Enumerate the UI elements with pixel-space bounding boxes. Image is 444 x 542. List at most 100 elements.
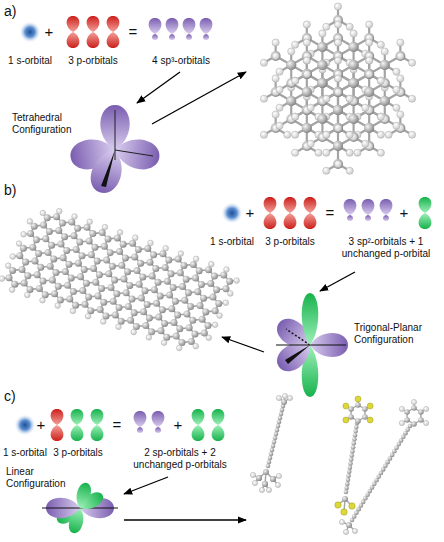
hydrogen-atom — [303, 57, 310, 64]
hydrogen-atom — [40, 210, 46, 216]
hydrogen-atom — [272, 39, 279, 46]
carbon-atom — [149, 272, 156, 279]
hydrogen-atom — [323, 149, 330, 156]
hydrogen-atom — [323, 131, 330, 138]
carbon-atom — [18, 266, 25, 273]
carbon-atom — [126, 282, 133, 289]
carbon-atom — [286, 96, 296, 106]
carbon-atom — [317, 78, 327, 88]
hydrogen-atom — [334, 39, 341, 46]
orbital-caption: 1 s-orbital — [207, 236, 257, 248]
p-orbital-icon — [67, 32, 80, 48]
p-orbital-icon — [91, 409, 104, 441]
carbon-atom — [148, 328, 155, 335]
carbon-atom — [66, 296, 73, 303]
fluorine-atom — [343, 417, 349, 423]
carbon-atom — [348, 414, 354, 420]
hydrogen-atom — [193, 343, 199, 349]
carbon-atom — [78, 252, 85, 259]
carbon-atom — [110, 298, 117, 305]
carbon-atom — [29, 244, 36, 251]
hydrogen-atom — [276, 473, 281, 478]
carbon-atom — [16, 252, 23, 259]
carbon-atom — [100, 299, 107, 306]
hydrogen-atom — [346, 95, 353, 102]
hydrogen-atom — [339, 519, 344, 524]
bonds — [253, 396, 426, 532]
sp2-orbital-icon — [344, 199, 357, 215]
carbon-atom — [122, 254, 129, 261]
hydrogen-atom — [334, 75, 341, 82]
carbon-atom — [411, 421, 417, 427]
carbon-atom — [333, 123, 343, 133]
carbon-atom — [355, 418, 361, 424]
sp2-orbital-icon — [380, 199, 393, 215]
hydrogen-atom — [260, 95, 267, 102]
carbon-atom — [37, 264, 44, 271]
carbon-atom — [152, 265, 159, 272]
sp-orbital-icon — [137, 427, 143, 433]
hydrogen-atom — [366, 57, 373, 64]
carbon-atom — [192, 275, 199, 282]
plus-sign: + — [242, 204, 258, 222]
plus-sign: + — [170, 416, 186, 434]
carbon-atom — [159, 306, 166, 313]
hydrogen-atom — [334, 124, 341, 131]
carbon-atom — [349, 60, 359, 70]
carbon-atom — [151, 286, 158, 293]
hydrogen-atom — [223, 300, 229, 306]
sp3-orbital-icon — [183, 18, 196, 40]
carbon-atom — [133, 323, 140, 330]
carbon-atom — [333, 105, 343, 115]
carbon-atom — [333, 87, 343, 97]
p-orbital-icon — [264, 197, 277, 229]
p-orbital-icon — [304, 197, 317, 213]
carbon-atom — [170, 284, 177, 291]
carbon-atom — [317, 114, 327, 124]
flow-arrows — [222, 337, 264, 352]
carbon-atom — [333, 141, 343, 151]
carbon-atom — [317, 78, 327, 88]
carbon-atom — [302, 123, 312, 133]
panel-letter: b) — [4, 182, 16, 199]
hydrogen-atom — [259, 487, 264, 492]
panel-letter: a) — [4, 3, 16, 20]
hydrogen-atom — [272, 52, 279, 59]
carbon-atom — [185, 289, 192, 296]
carbon-atom — [57, 241, 64, 248]
carbon-atom — [353, 429, 358, 434]
carbon-atom — [104, 235, 111, 242]
carbon-atom — [62, 268, 69, 275]
sp3-orbital-icon — [203, 34, 209, 40]
p-orbital-icon — [192, 409, 205, 425]
hydrogen-atom — [319, 30, 326, 37]
carbon-atom — [333, 105, 343, 115]
p-orbital-icon — [212, 425, 225, 441]
hydrogen-atom — [217, 313, 223, 319]
carbon-atom — [269, 452, 274, 457]
carbon-atom — [213, 286, 220, 293]
carbon-atom — [61, 233, 68, 240]
hydrogen-atom — [0, 276, 5, 282]
carbon-atom — [77, 273, 84, 280]
sp2-orbital-icon — [344, 199, 357, 221]
hydrogen-atom — [411, 399, 416, 404]
carbon-atom — [262, 481, 268, 487]
hydrogen-atom — [408, 131, 415, 138]
hydrogen-atom — [350, 30, 357, 37]
hydrogen-atom — [284, 131, 291, 138]
carbon-atom — [352, 437, 357, 442]
carbon-atom — [166, 291, 173, 298]
carbon-atom — [141, 287, 148, 294]
carbon-atom — [349, 42, 359, 52]
carbon-atom — [353, 433, 358, 438]
carbon-atom — [411, 405, 417, 411]
hydrogen-atom — [381, 48, 388, 55]
carbon-atom — [220, 271, 227, 278]
hydrogen-atom — [70, 308, 76, 314]
hydrogen-atom — [288, 48, 295, 55]
carbon-atom — [344, 486, 349, 491]
carbon-atom — [362, 406, 368, 412]
carbon-atom — [26, 286, 33, 293]
carbon-atom — [177, 269, 184, 276]
